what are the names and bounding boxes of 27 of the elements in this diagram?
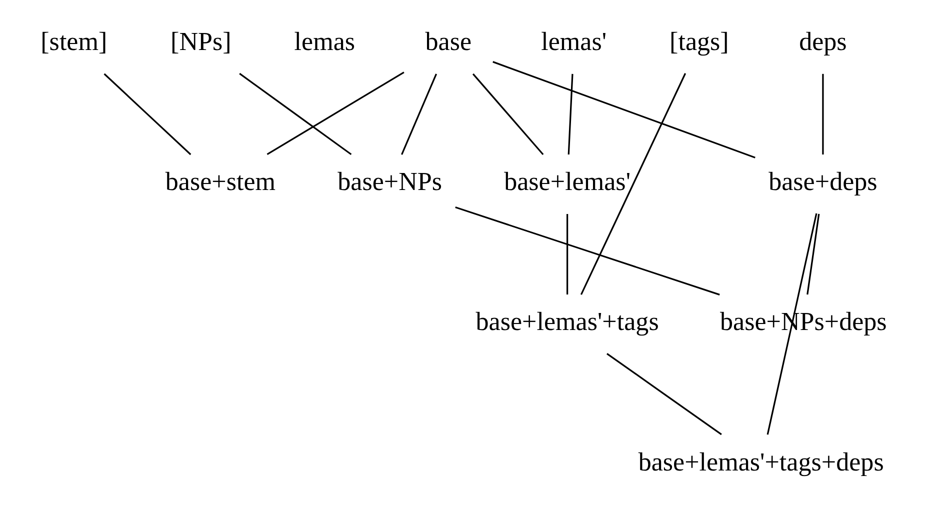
connector	[822, 74, 824, 154]
connector	[401, 74, 438, 155]
node-text: lemas'	[541, 27, 607, 56]
node-text: base+lemas'	[504, 167, 631, 196]
connector	[492, 61, 756, 158]
connector	[766, 213, 818, 435]
node-text: [tags]	[670, 27, 729, 56]
node-text: base+stem	[165, 167, 276, 196]
connector	[455, 206, 720, 296]
node-text: base+deps	[768, 167, 878, 196]
node-text: [stem]	[40, 27, 108, 56]
connector	[806, 214, 820, 295]
connector	[472, 73, 544, 156]
node-text: base+NPs	[338, 167, 442, 196]
connector	[566, 214, 568, 295]
node-text: base+lemas'+tags+deps	[638, 447, 884, 476]
connector	[266, 72, 404, 156]
connector	[239, 72, 352, 156]
connector	[580, 73, 686, 295]
node-text: base	[425, 27, 472, 56]
node-text: base+lemas'+tags	[476, 307, 659, 336]
node-text: deps	[799, 27, 847, 56]
connector	[104, 73, 192, 156]
connector	[568, 74, 574, 155]
node-text: lemas	[294, 27, 356, 56]
connector	[606, 352, 722, 436]
node-text: [NPs]	[170, 27, 232, 56]
